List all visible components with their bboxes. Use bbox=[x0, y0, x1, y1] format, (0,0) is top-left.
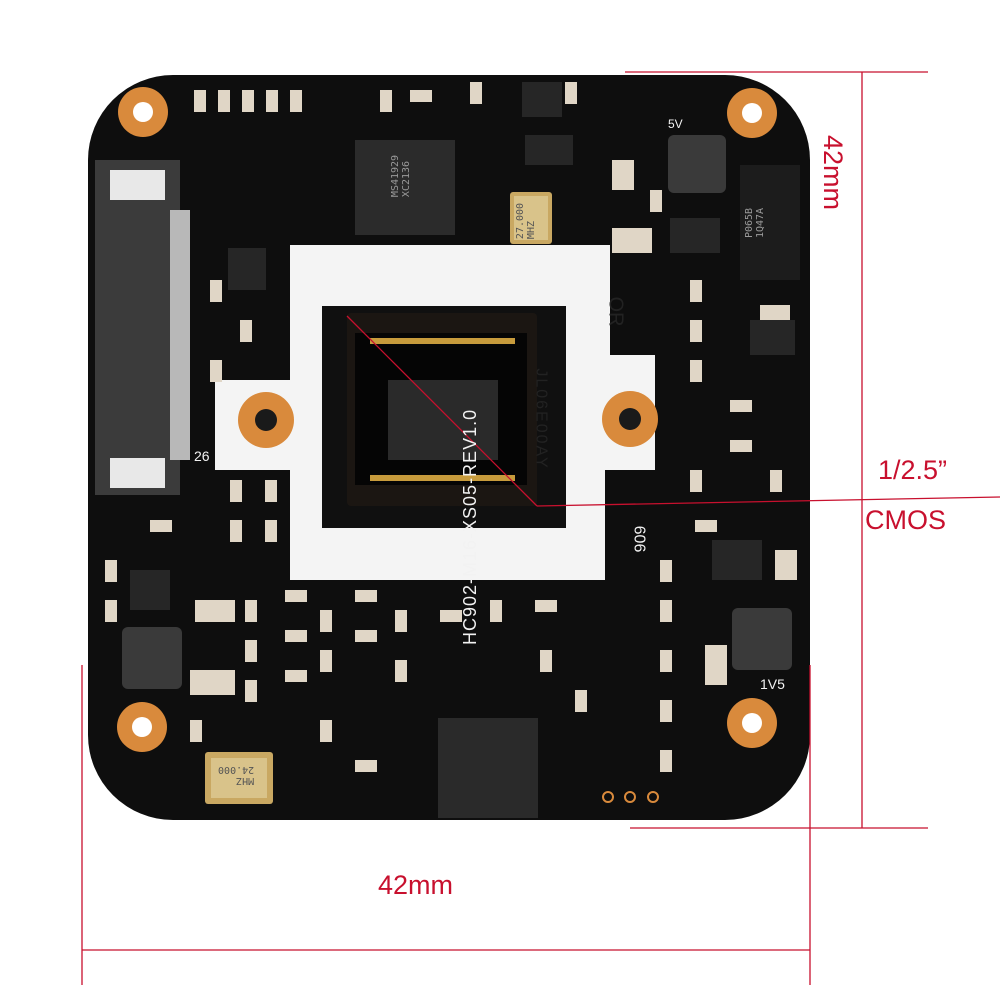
sensor-size-label: 1/2.5” bbox=[878, 455, 948, 485]
crystal-27-line1: 27.000 bbox=[515, 202, 527, 240]
main-ic bbox=[355, 140, 455, 235]
rail-5v-label: 5V bbox=[668, 117, 683, 131]
height-dimension-label: 42mm bbox=[818, 135, 848, 211]
ribbon-connector bbox=[95, 160, 180, 495]
power-ic bbox=[740, 165, 800, 280]
power-ic-line1: P065B bbox=[744, 207, 756, 239]
inductor-left bbox=[122, 627, 182, 689]
smd-components bbox=[105, 82, 797, 772]
main-ic-marking: MS41929 XC2136 bbox=[390, 155, 412, 197]
sensor-side-marks: OR bbox=[604, 296, 627, 327]
sensor-type-label: CMOS bbox=[865, 505, 946, 535]
inductor-top-right bbox=[668, 135, 726, 193]
flash-ic bbox=[438, 718, 538, 818]
crystal-24-marking: MHZ 24.000 bbox=[218, 764, 254, 786]
power-ic-marking: P065B 1Q47A bbox=[744, 208, 766, 238]
width-dimension-label: 42mm bbox=[378, 870, 454, 900]
inductor-bottom-right bbox=[732, 608, 792, 670]
crystal-27-marking: 27.000 MHZ bbox=[515, 203, 537, 239]
mounting-holes bbox=[117, 87, 777, 752]
board-code-label: 606 bbox=[630, 525, 648, 553]
main-ic-marking-line1: MS41929 bbox=[390, 154, 402, 198]
crystal-24-line2: MHZ bbox=[236, 775, 255, 786]
connector-pin-count: 26 bbox=[194, 448, 210, 464]
main-ic-marking-line2: XC2136 bbox=[401, 160, 413, 198]
transistors bbox=[130, 82, 795, 610]
test-pads bbox=[602, 791, 659, 803]
power-ic-line2: 1Q47A bbox=[755, 207, 767, 239]
sensor-marking: JL06E00AY bbox=[532, 368, 550, 470]
rail-1v5-label: 1V5 bbox=[760, 676, 785, 692]
crystal-27-line2: MHZ bbox=[526, 221, 538, 240]
board-model-label: HC902-M16-XS05-REV1.0 bbox=[460, 408, 480, 645]
crystal-24-line1: 24.000 bbox=[218, 764, 255, 775]
dimension-lines bbox=[81, 71, 1000, 985]
